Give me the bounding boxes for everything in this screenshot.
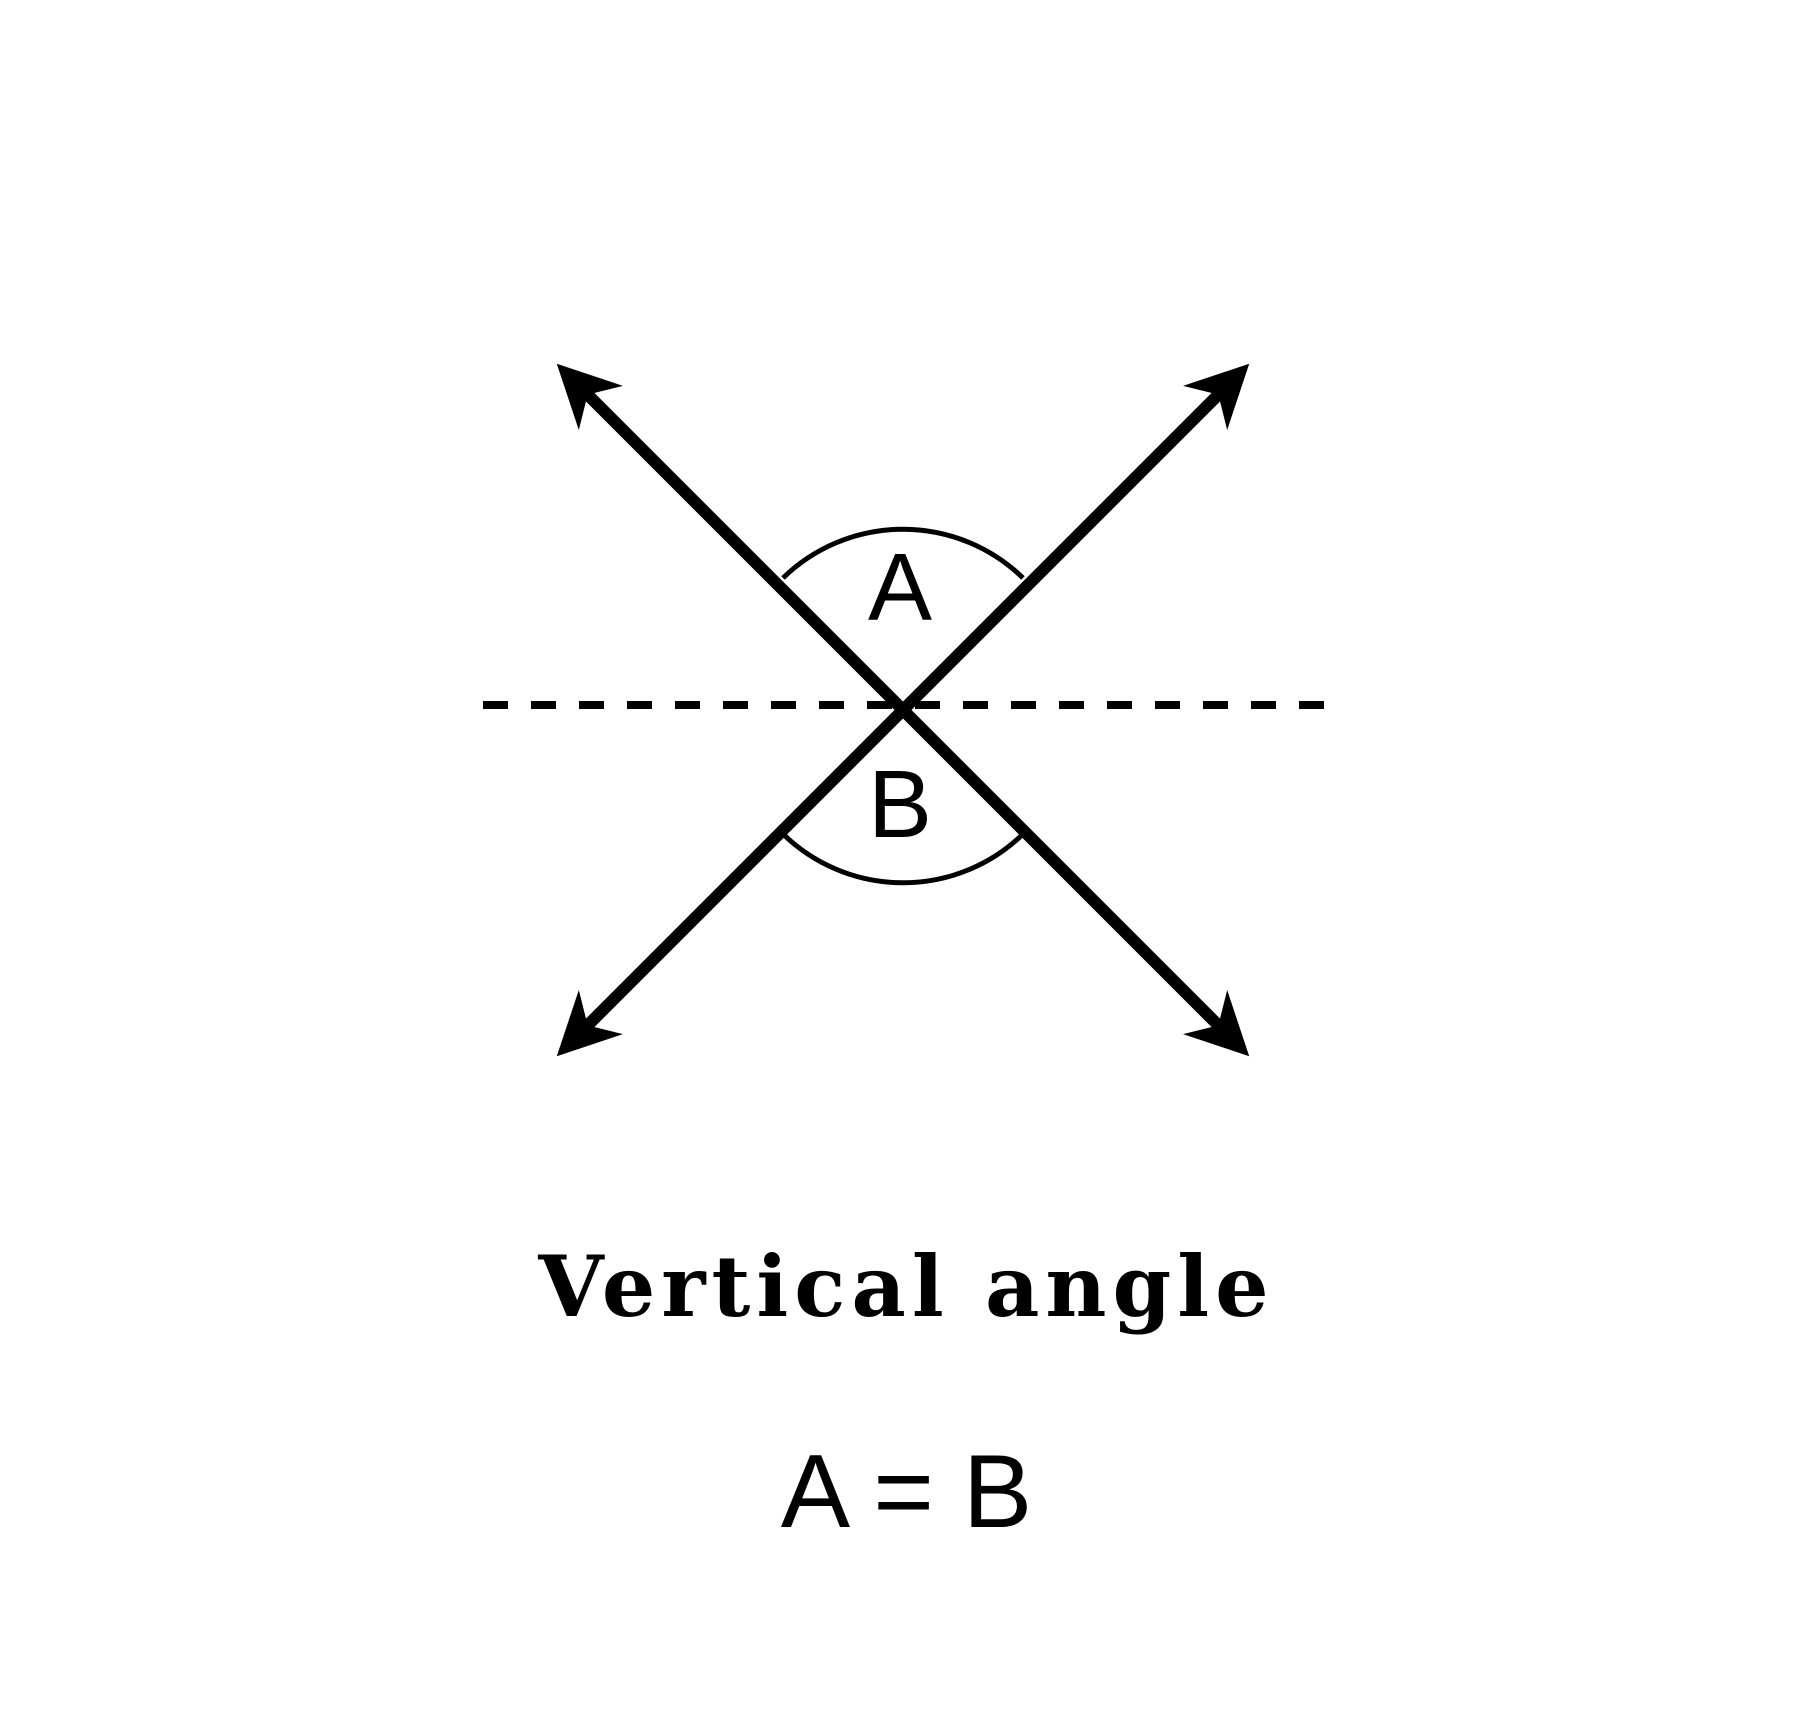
angle-equation: A = B — [780, 1434, 1033, 1550]
angle-a-label: A — [868, 534, 932, 641]
angle-b-label: B — [868, 751, 932, 858]
diagram-title: Vertical angle — [538, 1237, 1275, 1336]
line-bottom-left-to-top-right — [556, 363, 1250, 1057]
